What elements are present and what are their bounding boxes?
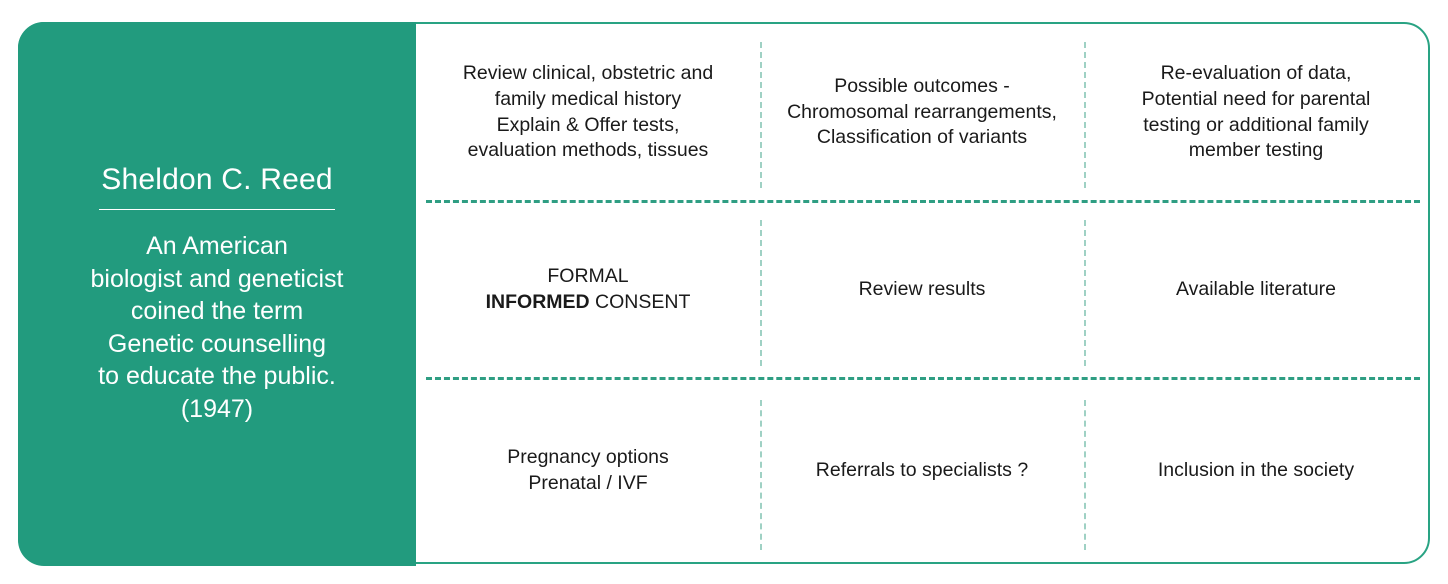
cell-re-evaluation: Re-evaluation of data, Potential need fo… bbox=[1084, 24, 1428, 201]
vertical-divider-row1-col2 bbox=[1084, 42, 1086, 188]
cell-text-line: Possible outcomes - bbox=[834, 74, 1010, 97]
cell-text-line-consent: INFORMED CONSENT bbox=[486, 290, 691, 316]
cell-text-line: evaluation methods, tissues bbox=[467, 139, 709, 162]
cell-text-line: family medical history bbox=[494, 87, 682, 110]
vertical-divider-row3-col1 bbox=[760, 400, 762, 550]
cell-text-line: FORMAL bbox=[547, 264, 629, 287]
cell-text-line: Re-evaluation of data, bbox=[1160, 62, 1352, 85]
vertical-divider-row3-col2 bbox=[1084, 400, 1086, 550]
cell-informed-consent: FORMAL INFORMED CONSENT bbox=[416, 201, 760, 378]
cell-text-line: Explain & Offer tests, bbox=[496, 113, 680, 136]
cell-review-results: Review results bbox=[760, 201, 1084, 378]
cell-referrals: Referrals to specialists ? bbox=[760, 378, 1084, 564]
cell-text-line: Prenatal / IVF bbox=[528, 472, 648, 494]
vertical-divider-row1-col1 bbox=[760, 42, 762, 188]
person-description: An American biologist and geneticist coi… bbox=[91, 230, 344, 425]
cell-text-line: Potential need for parental bbox=[1141, 87, 1371, 110]
cell-review-history: Review clinical, obstetric and family me… bbox=[416, 24, 760, 201]
content-grid: Review clinical, obstetric and family me… bbox=[416, 24, 1428, 564]
cell-available-literature: Available literature bbox=[1084, 201, 1428, 378]
name-underline-divider bbox=[99, 209, 335, 211]
left-green-panel: Sheldon C. Reed An American biologist an… bbox=[18, 22, 416, 566]
person-name: Sheldon C. Reed bbox=[101, 162, 333, 196]
cell-text-line: Referrals to specialists ? bbox=[815, 459, 1029, 482]
cell-possible-outcomes: Possible outcomes - Chromosomal rearrang… bbox=[760, 24, 1084, 201]
cell-text-line: Review results bbox=[858, 277, 986, 300]
vertical-divider-row2-col2 bbox=[1084, 220, 1086, 366]
cell-text-line: Classification of variants bbox=[816, 126, 1028, 149]
person-description-line: (1947) bbox=[180, 394, 254, 423]
consent-bold-word: INFORMED bbox=[485, 290, 590, 313]
consent-rest-word: CONSENT bbox=[589, 290, 691, 313]
cell-text-line: Available literature bbox=[1175, 277, 1337, 300]
cell-text-line: member testing bbox=[1188, 139, 1324, 162]
cell-inclusion-society: Inclusion in the society bbox=[1084, 378, 1428, 564]
cell-text-line: Pregnancy options bbox=[507, 446, 669, 469]
person-description-line: coined the term bbox=[130, 297, 304, 326]
person-description-line: Genetic counselling bbox=[107, 329, 327, 358]
cell-text-line: testing or additional family bbox=[1143, 113, 1369, 136]
horizontal-divider-row1-row2 bbox=[426, 200, 1420, 203]
person-description-line: biologist and geneticist bbox=[90, 264, 344, 293]
cell-pregnancy-options: Pregnancy options Prenatal / IVF bbox=[416, 378, 760, 564]
person-description-line: An American bbox=[146, 232, 288, 261]
content-grid-area: Review clinical, obstetric and family me… bbox=[416, 24, 1428, 564]
horizontal-divider-row2-row3 bbox=[426, 377, 1420, 380]
person-description-line: to educate the public. bbox=[98, 362, 336, 391]
cell-text-line: Review clinical, obstetric and bbox=[462, 62, 714, 85]
cell-text-line: Inclusion in the society bbox=[1157, 459, 1355, 482]
vertical-divider-row2-col1 bbox=[760, 220, 762, 366]
cell-text-line: Chromosomal rearrangements, bbox=[787, 100, 1057, 123]
